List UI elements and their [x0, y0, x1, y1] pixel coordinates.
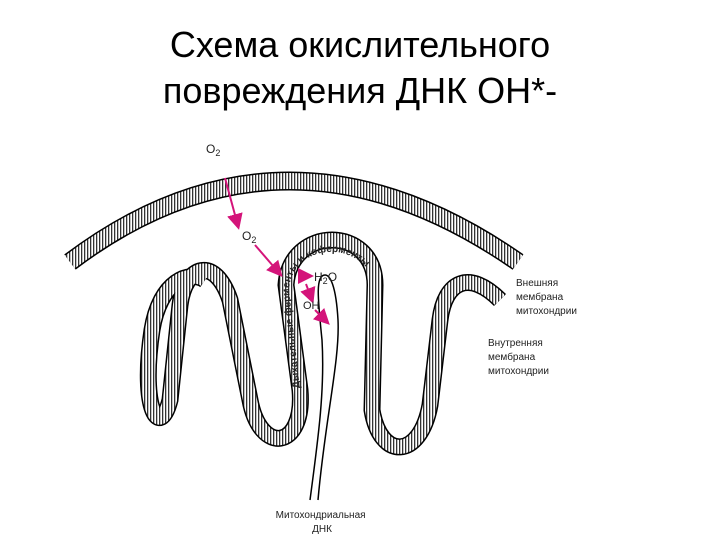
title-line-1: Схема окислительного	[169, 24, 551, 65]
page-title: Схема окислительного повреждения ДНК ОН*…	[0, 22, 720, 114]
inner-membrane-label: Внутренняя мембрана митохондрии	[488, 338, 549, 377]
arrow-to-oh	[300, 283, 316, 304]
arrow-oh-to-dna	[312, 307, 330, 325]
h2o-label: H2O	[314, 270, 337, 286]
o2-label-top: O2	[206, 142, 220, 158]
o2-label-mid: O2	[242, 229, 256, 245]
arrow-o2-entry	[224, 177, 243, 230]
mito-dna-label: Митохондриальная ДНК	[276, 510, 369, 535]
title-line-2: повреждения ДНК ОН*-	[162, 70, 558, 111]
arrow-o2-to-enzymes	[254, 244, 283, 278]
oh-label: OH	[303, 300, 320, 312]
mito-dna-strand	[309, 274, 339, 501]
outer-membrane-label: Внешняя мембрана митохондрии	[516, 278, 577, 317]
enzymes-label: Дыхательные ферменты и коферменты	[281, 243, 372, 389]
